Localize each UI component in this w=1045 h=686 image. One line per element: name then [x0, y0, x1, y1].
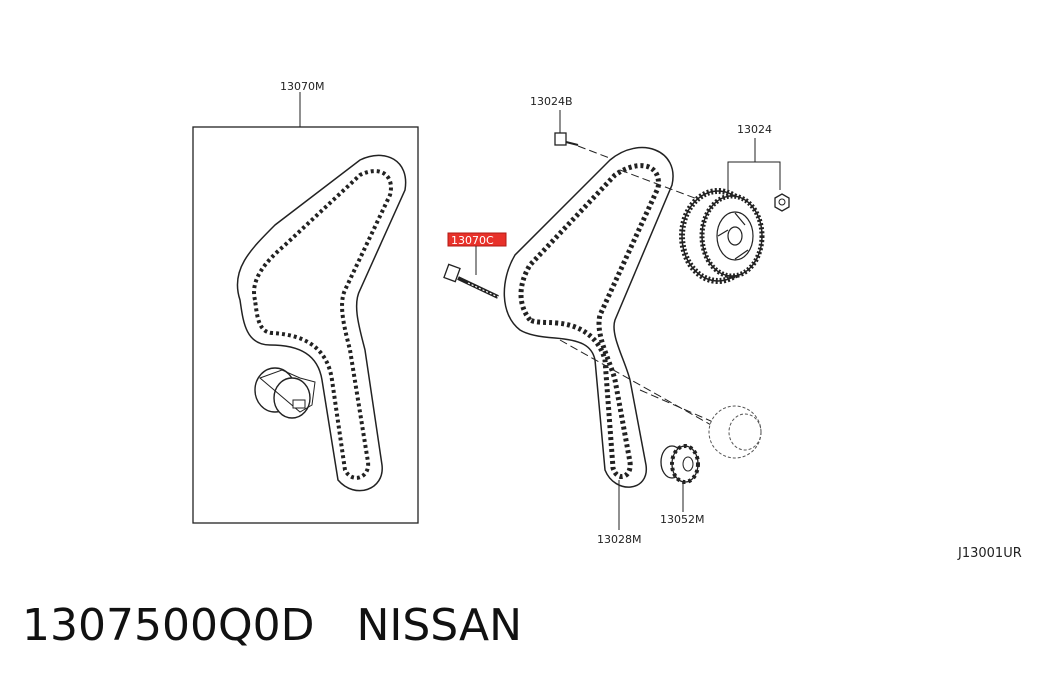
- callout-13024B[interactable]: 13024B: [530, 95, 573, 108]
- callout-13028M[interactable]: 13028M: [597, 533, 641, 546]
- highlight-box: [447, 232, 507, 247]
- tensioner-bolt: [443, 263, 499, 299]
- kit-box: [192, 126, 419, 524]
- brand-name: NISSAN: [356, 600, 523, 651]
- main-timing-belt: [503, 146, 674, 488]
- crank-dashed-line: [559, 339, 721, 431]
- diagram-code: J13001UR: [957, 546, 1022, 561]
- kit-timing-belt: [236, 154, 407, 492]
- sprocket-leader: [727, 161, 781, 190]
- part-number: 1307500Q0D: [22, 600, 315, 651]
- callout-13024[interactable]: 13024: [737, 123, 772, 136]
- callout-13070M[interactable]: 13070M: [280, 80, 324, 93]
- footer-title: 1307500Q0D NISSAN: [22, 600, 522, 651]
- crank-sprocket: [660, 444, 700, 484]
- parts-diagram: 13070M 13024B 13070C 13028M 13024: [192, 80, 1022, 561]
- sprocket-dashed-line: [619, 169, 701, 201]
- callout-13070C[interactable]: 13070C: [451, 234, 494, 247]
- crankshaft-ghost: [708, 405, 762, 459]
- bolt-13024B: [554, 132, 579, 146]
- kit-tensioner-pulley: [254, 367, 316, 419]
- camshaft-sprocket: [679, 188, 765, 284]
- callout-13052M[interactable]: 13052M: [660, 513, 704, 526]
- crank-dashed-line-2: [639, 389, 721, 426]
- sprocket-nut: [774, 193, 790, 212]
